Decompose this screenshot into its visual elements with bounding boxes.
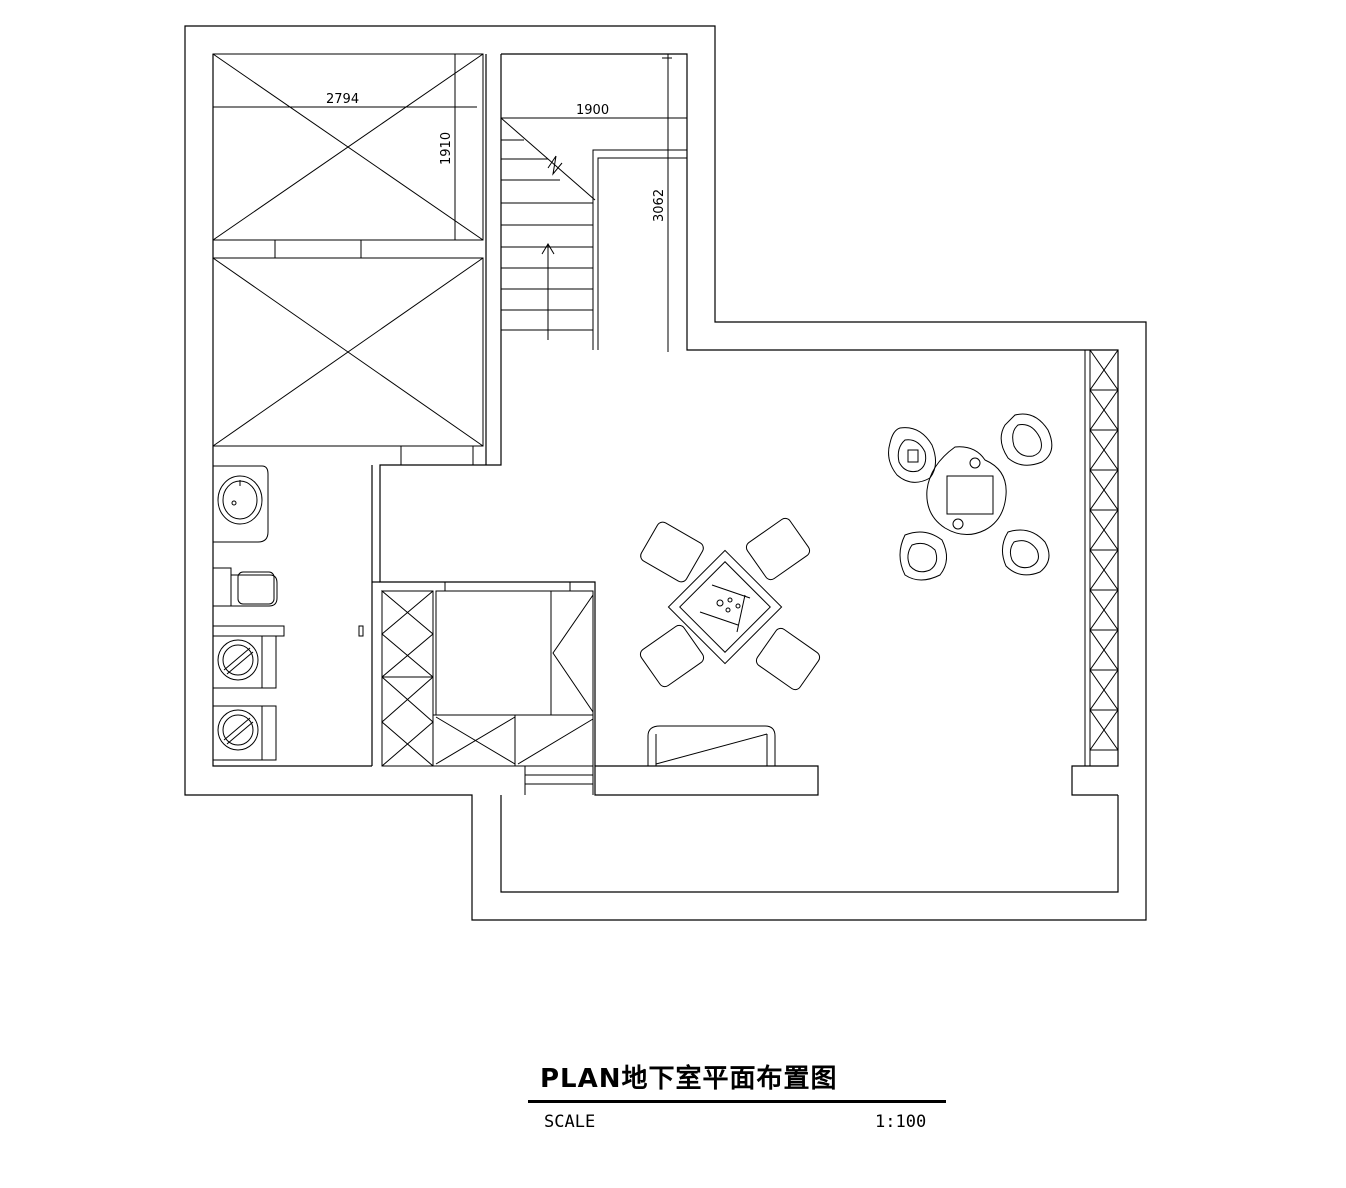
- storage-room-1: [212, 53, 484, 259]
- cabinets: [381, 581, 594, 795]
- storage-room-2: [212, 257, 484, 466]
- drawing-title: PLAN地下室平面布置图: [540, 1064, 838, 1094]
- game-table-set: [639, 517, 821, 691]
- bathroom: [212, 465, 364, 761]
- tea-table-set: [888, 413, 1053, 581]
- scale-value: 1:100: [875, 1112, 927, 1132]
- sofa: [647, 725, 776, 766]
- dimension-3062: 3062: [652, 189, 667, 222]
- dimension-1900: 1900: [576, 103, 609, 118]
- dimension-2794: 2794: [326, 92, 359, 107]
- dimension-1910: 1910: [439, 132, 454, 165]
- staircase: [500, 54, 687, 352]
- scale-label: SCALE: [544, 1112, 596, 1132]
- wall-shelving: [1084, 349, 1119, 767]
- title-underline: [528, 1100, 946, 1103]
